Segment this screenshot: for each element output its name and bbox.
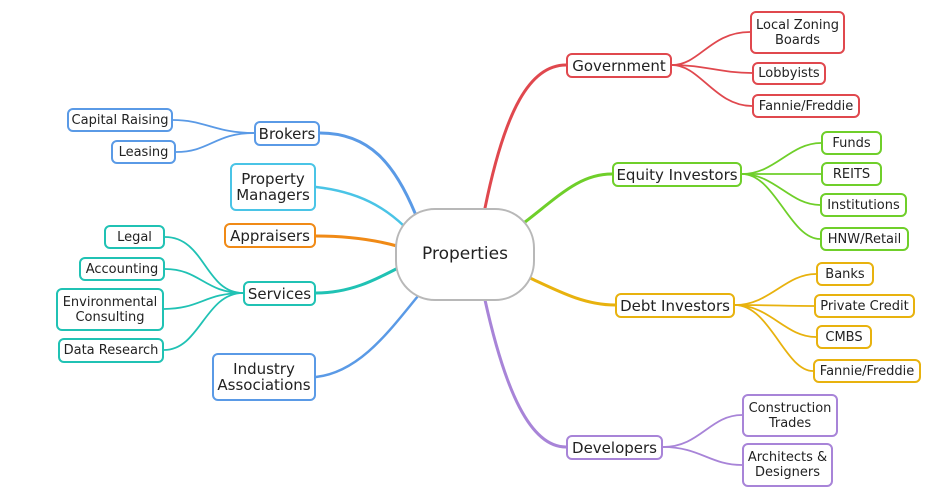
node-accounting[interactable]: Accounting xyxy=(79,257,165,281)
node-environmental-consulting[interactable]: Environmental Consulting xyxy=(56,288,164,331)
node-lobbyists[interactable]: Lobbyists xyxy=(752,62,826,85)
link-services xyxy=(314,266,400,295)
node-capital-raising[interactable]: Capital Raising xyxy=(67,108,173,132)
link-debt xyxy=(528,276,617,307)
node-debt-investors[interactable]: Debt Investors xyxy=(615,293,735,318)
node-institutions[interactable]: Institutions xyxy=(820,193,907,217)
link-government xyxy=(483,63,568,210)
link-brokers xyxy=(318,131,417,215)
link-industry-associations xyxy=(314,294,420,379)
center-node-properties[interactable]: Properties xyxy=(395,208,535,301)
node-government[interactable]: Government xyxy=(566,53,672,78)
link-appraisers xyxy=(314,234,399,248)
node-architects-designers[interactable]: Architects & Designers xyxy=(742,443,833,487)
link-property-managers xyxy=(314,185,406,228)
node-leasing[interactable]: Leasing xyxy=(111,140,176,164)
node-equity-investors[interactable]: Equity Investors xyxy=(612,162,742,187)
node-local-zoning-boards[interactable]: Local Zoning Boards xyxy=(750,11,845,54)
node-brokers[interactable]: Brokers xyxy=(254,121,320,146)
node-banks[interactable]: Banks xyxy=(816,262,874,286)
node-hnw-retail[interactable]: HNW/Retail xyxy=(820,227,909,251)
node-fannie-freddie-gov[interactable]: Fannie/Freddie xyxy=(752,94,860,118)
node-legal[interactable]: Legal xyxy=(104,225,165,249)
node-services[interactable]: Services xyxy=(243,281,316,306)
node-construction-trades[interactable]: Construction Trades xyxy=(742,394,838,437)
link-equity xyxy=(523,172,614,224)
node-private-credit[interactable]: Private Credit xyxy=(814,294,915,318)
node-funds[interactable]: Funds xyxy=(821,131,882,155)
node-property-managers[interactable]: Property Managers xyxy=(230,163,316,211)
node-industry-associations[interactable]: Industry Associations xyxy=(212,353,316,401)
node-fannie-freddie-debt[interactable]: Fannie/Freddie xyxy=(813,359,921,383)
node-appraisers[interactable]: Appraisers xyxy=(224,223,316,248)
node-cmbs[interactable]: CMBS xyxy=(816,325,872,349)
link-developers xyxy=(483,298,568,449)
node-developers[interactable]: Developers xyxy=(566,435,663,460)
node-data-research[interactable]: Data Research xyxy=(58,338,164,363)
node-reits[interactable]: REITS xyxy=(821,162,882,186)
